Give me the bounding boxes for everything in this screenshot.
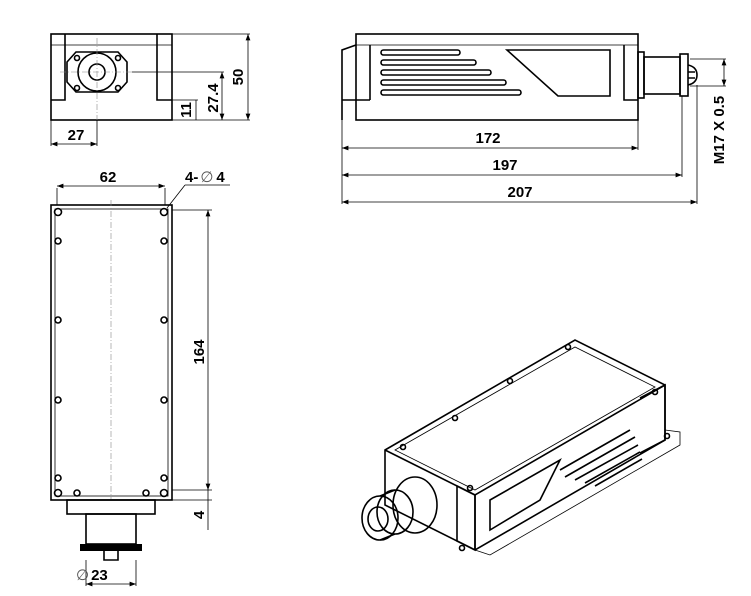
dim-body-length: 172: [475, 130, 500, 147]
top-view: 62 4-∅4 164 4 ∅23: [50, 169, 230, 587]
isometric-view: [361, 339, 681, 556]
dim-length-with-connector: 197: [492, 157, 517, 174]
dim-axis-height: 27.4: [205, 83, 222, 113]
iso-vents: [559, 429, 643, 487]
screw-holes: [53, 207, 169, 498]
dim-height: 50: [230, 69, 247, 86]
vent-slots: [380, 49, 522, 96]
dim-length: 164: [191, 339, 208, 365]
dim-total-length: 207: [507, 184, 532, 201]
dim-base-height: 11: [178, 102, 195, 118]
side-view: 172 197 207 M17 X 0.5: [341, 33, 728, 205]
dim-thread: M17 X 0.5: [711, 96, 728, 164]
front-view: 50 27.4 11 27: [50, 33, 251, 147]
iso-screws: [399, 343, 671, 552]
dim-axis-offset: 27: [68, 127, 85, 144]
dim-width: 62: [100, 169, 117, 186]
dim-holes-label: 4-∅4: [185, 169, 225, 186]
dim-diameter: ∅23: [76, 567, 108, 584]
dim-flange: 4: [191, 510, 208, 519]
